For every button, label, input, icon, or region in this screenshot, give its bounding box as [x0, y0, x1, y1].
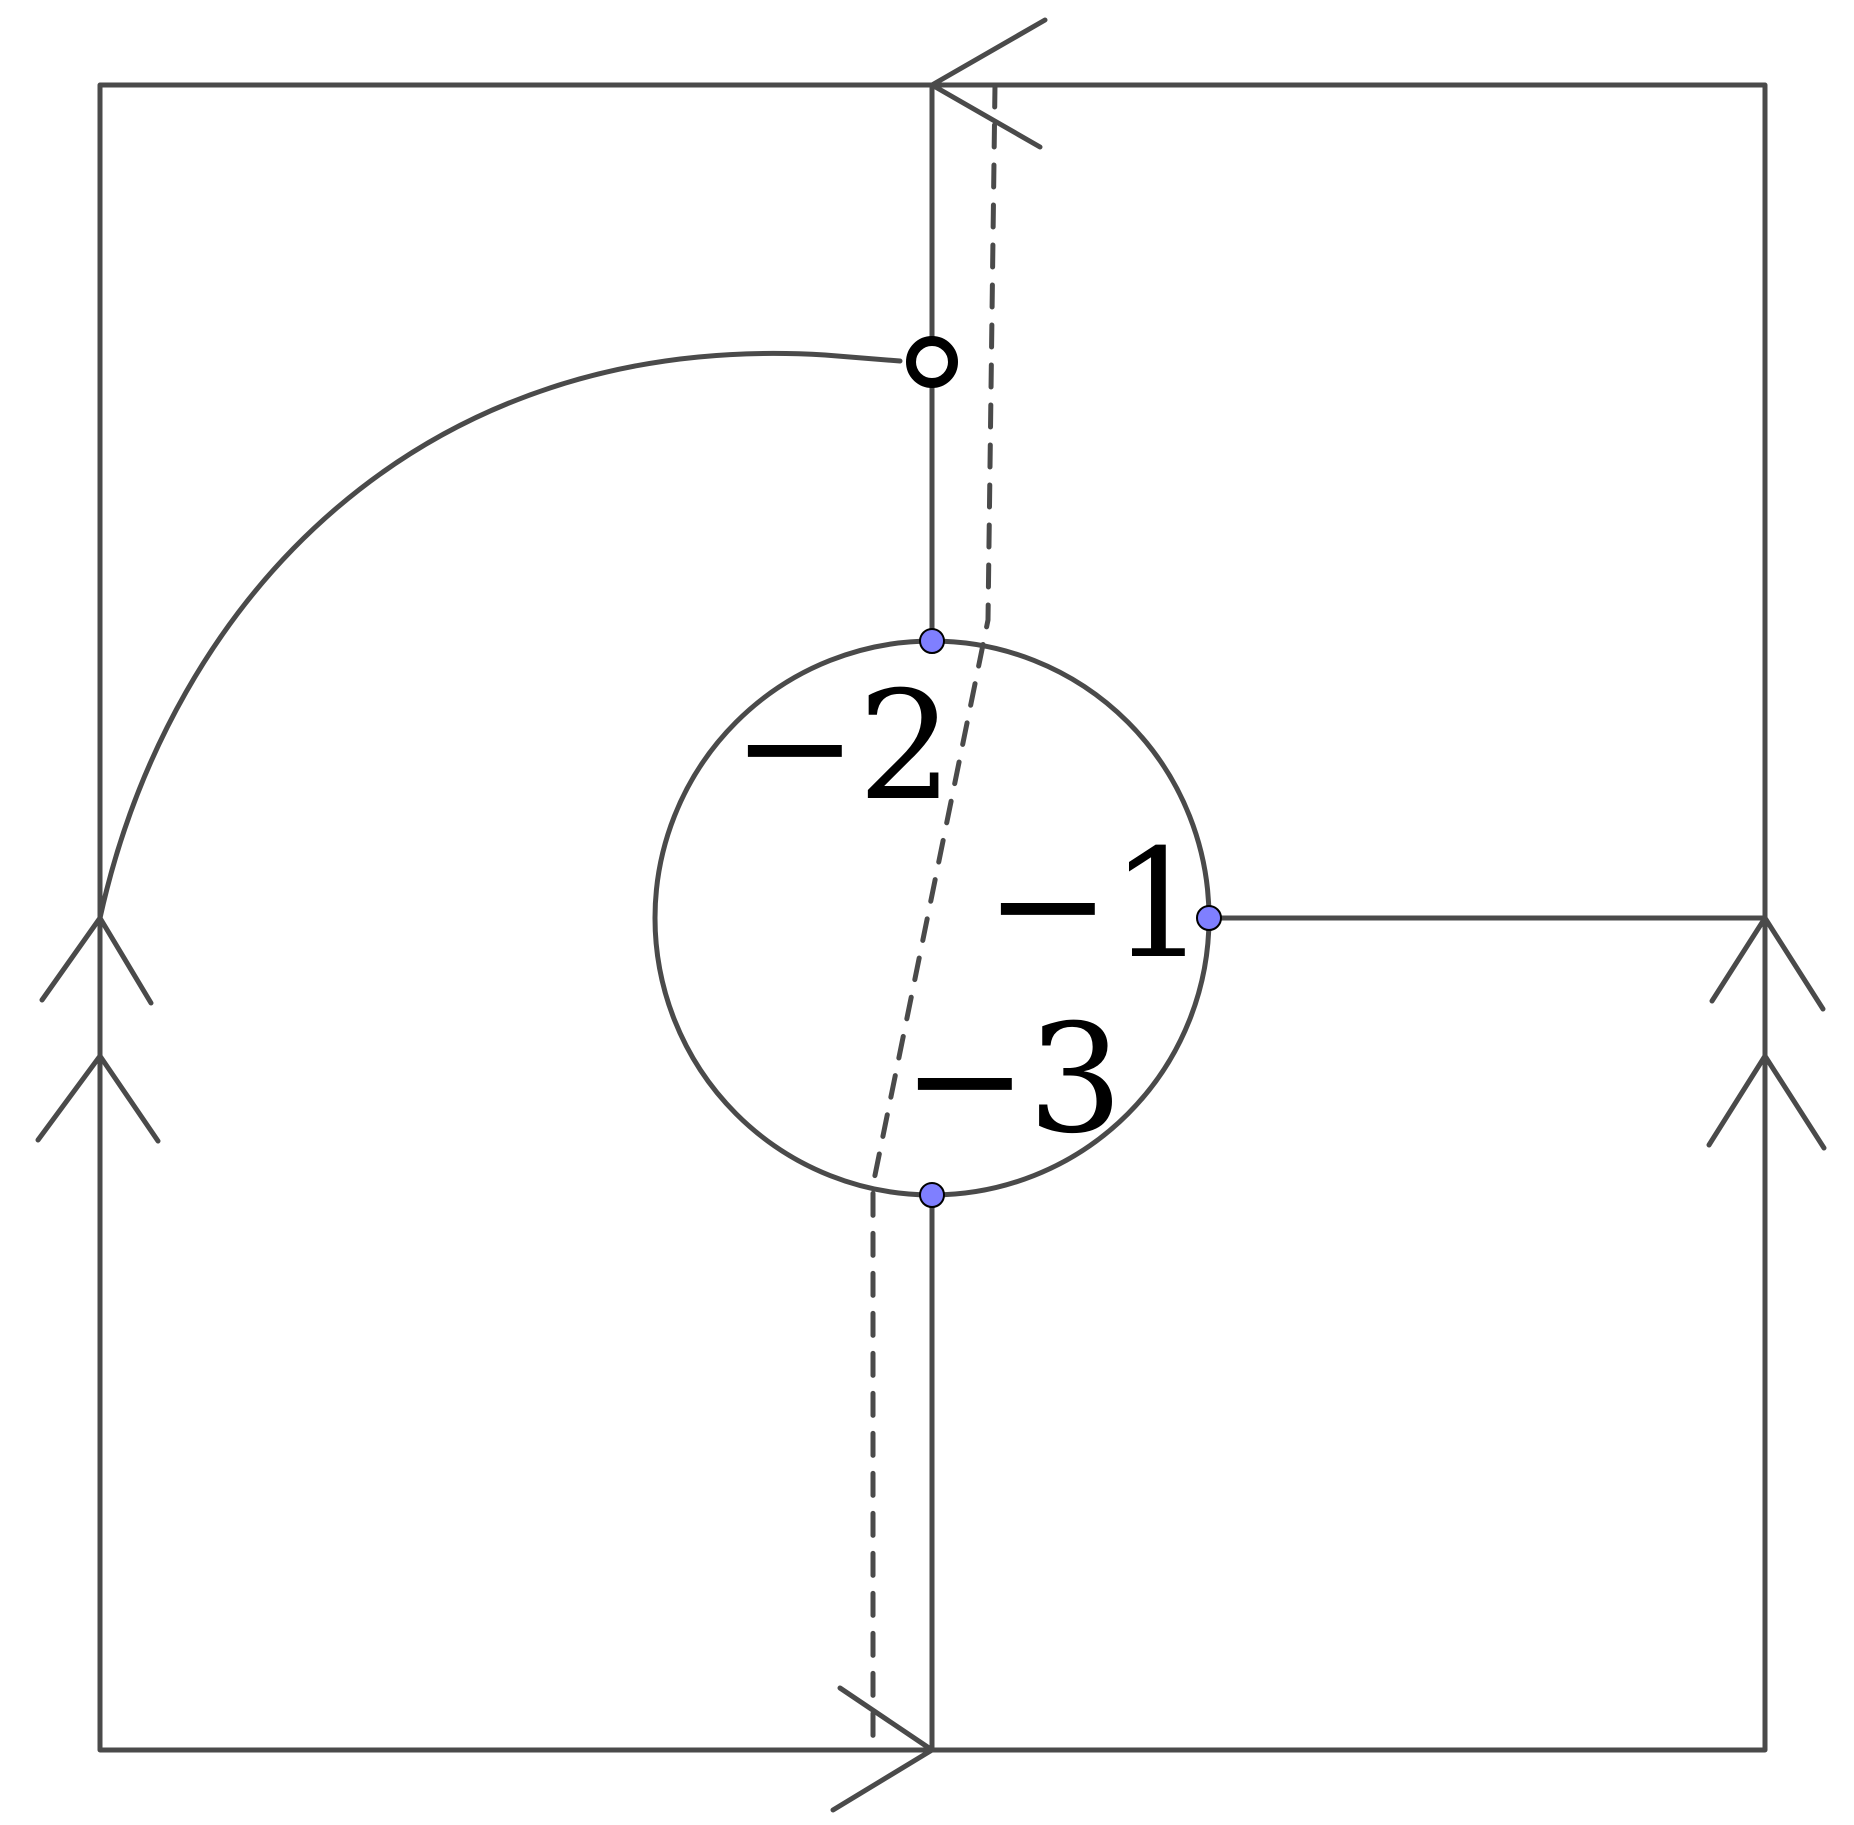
label-minus-3: −3: [902, 993, 1124, 1167]
label-minus-2: −2: [732, 660, 954, 834]
bottom-arrow-icon: [830, 1685, 935, 1813]
label-minus-1: −1: [985, 818, 1207, 992]
bottom-circle-point: [919, 1182, 945, 1208]
left-arrow-2-icon: [35, 1053, 161, 1144]
right-circle-point: [1196, 905, 1222, 931]
left-arrow-1-icon: [39, 915, 154, 1006]
open-point: [906, 336, 958, 388]
right-arrow-2-icon: [1706, 1053, 1827, 1151]
curved-arc: [97, 351, 903, 921]
top-circle-point: [919, 628, 945, 654]
top-arrow-icon: [929, 17, 1048, 150]
right-arrow-1-icon: [1709, 915, 1826, 1012]
dashed-path: [870, 82, 998, 1753]
